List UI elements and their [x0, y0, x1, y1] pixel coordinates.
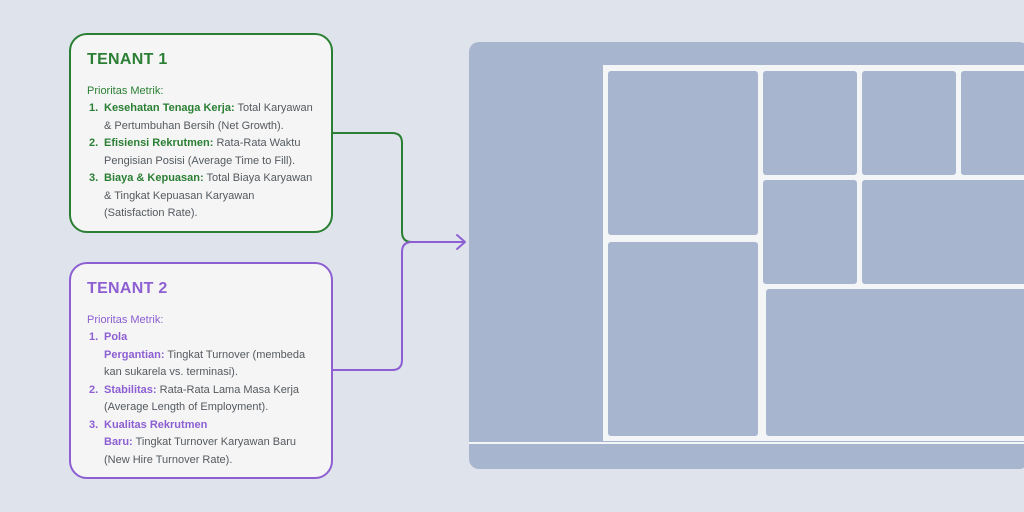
tenant1-subtitle: Prioritas Metrik: — [87, 85, 164, 97]
tenant1-metric-list: 1. Kesehatan Tenaga Kerja: Total Karyawan… — [87, 100, 315, 223]
dashboard-tile — [766, 289, 1024, 436]
dashboard-tile — [862, 180, 1024, 284]
tenant1-card: TENANT 1 Prioritas Metrik: 1. Kesehatan T… — [69, 33, 333, 233]
tenant1-metric-item: 2. Efisiensi Rekrutmen: Rata-Rata Waktu P… — [87, 135, 315, 170]
metric-text: Rata-Rata Waktu Pengisian Posisi (Averag… — [104, 137, 301, 167]
list-number: 3. — [89, 172, 99, 184]
metric-key: Stabilitas: — [104, 383, 157, 396]
list-number: 3. — [89, 418, 99, 431]
dashboard-tile — [763, 180, 857, 284]
metric-text: Tingkat Turnover (membeda kan sukarela v… — [104, 348, 306, 379]
dashboard-tile — [763, 71, 857, 175]
list-number: 1. — [89, 102, 99, 114]
dashboard-tile — [608, 71, 758, 235]
dashboard-tile — [961, 71, 1024, 175]
dashboard-divider — [469, 442, 1024, 444]
list-number: 1. — [89, 331, 99, 343]
dashboard-panel — [603, 65, 1024, 441]
metric-text: Rata-Rata Lama Masa Kerja (Average Lengt… — [104, 383, 300, 414]
dashboard-tile — [608, 242, 758, 436]
metric-key: Kesehatan Tenaga Kerja: — [104, 102, 235, 114]
tenant1-title: TENANT 1 — [87, 51, 168, 68]
dashboard-tile — [862, 71, 956, 175]
metric-text: Total Biaya Karyawan & Tingkat Kepuasan … — [104, 172, 313, 219]
list-number: 2. — [89, 383, 99, 396]
tenant1-metric-item: 3. Biaya & Kepuasan: Total Biaya Karyawan… — [87, 170, 315, 223]
metric-text: Total Karyawan & Pertumbuhan Bersih (Net… — [104, 102, 313, 132]
tenant2-subtitle: Prioritas Metrik: — [87, 314, 164, 326]
list-number: 2. — [89, 137, 99, 149]
arrow-head-icon — [456, 234, 466, 250]
tenant1-connector — [333, 132, 465, 243]
metric-key: Biaya & Kepuasan: — [104, 172, 204, 184]
tenant1-metric-item: 1. Kesehatan Tenaga Kerja: Total Karyawan… — [87, 100, 315, 135]
metric-key: Kualitas Rekrutmen — [104, 418, 208, 431]
dashboard-wireframe — [469, 42, 1024, 469]
metric-key: Pergantian: — [104, 348, 165, 361]
tenant2-metric-item: 2. Stabilitas: Rata-Rata Lama Masa Kerja … — [87, 382, 315, 417]
metric-key: Efisiensi Rekrutmen: — [104, 137, 214, 149]
metric-key: Pola — [104, 331, 128, 343]
tenant2-connector — [333, 241, 465, 371]
metric-text: Tingkat Turnover Karyawan Baru (New Hire… — [104, 436, 296, 466]
metric-key: Baru: — [104, 436, 133, 448]
tenant2-title: TENANT 2 — [87, 280, 168, 297]
